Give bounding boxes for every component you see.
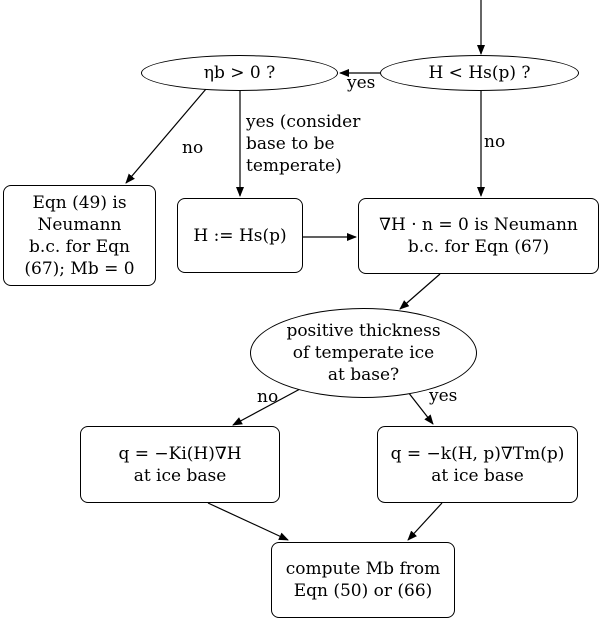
temperate-thickness-decision: positive thickness of temperate ice at b…	[250, 308, 477, 398]
label-pt-no: no	[257, 387, 279, 407]
h-less-than-hs-decision: H < Hs(p) ?	[380, 55, 579, 91]
h-assign-text: H := Hs(p)	[193, 225, 287, 246]
h-less-than-hs-text: H < Hs(p) ?	[428, 63, 531, 83]
arrow-temperate-to-compute	[407, 502, 443, 541]
label-pt-yes: yes	[429, 386, 458, 406]
flux-cold-base-text: q = −Ki(H)∇H at ice base	[118, 443, 242, 486]
h-assign-box: H := Hs(p)	[177, 198, 303, 273]
flux-temperate-base-box: q = −k(H, p)∇Tm(p) at ice base	[377, 426, 578, 503]
neumann-bc-box: ∇H · n = 0 is Neumann b.c. for Eqn (67)	[358, 198, 599, 274]
arrow-neumann-to-thickness	[399, 273, 441, 310]
flux-temperate-base-text: q = −k(H, p)∇Tm(p) at ice base	[390, 443, 565, 486]
label-hs-no: no	[484, 132, 506, 152]
label-eta-yes: yes (consider base to be temperate)	[246, 112, 361, 176]
compute-mb-box: compute Mb from Eqn (50) or (66)	[271, 542, 455, 618]
eqn49-text: Eqn (49) is Neumann b.c. for Eqn (67); M…	[24, 192, 135, 279]
arrow-cold-to-compute	[207, 502, 289, 541]
label-hs-yes: yes	[347, 73, 376, 93]
temperate-thickness-text: positive thickness of temperate ice at b…	[286, 321, 441, 385]
eqn49-neumann-box: Eqn (49) is Neumann b.c. for Eqn (67); M…	[3, 185, 156, 286]
eta-b-decision: ηb > 0 ?	[141, 55, 338, 91]
compute-mb-text: compute Mb from Eqn (50) or (66)	[285, 559, 441, 601]
arrow-pt-yes	[407, 391, 434, 425]
eta-b-text: ηb > 0 ?	[203, 63, 276, 83]
label-eta-no: no	[182, 138, 204, 158]
neumann-bc-text: ∇H · n = 0 is Neumann b.c. for Eqn (67)	[379, 215, 578, 257]
arrow-eta-no	[125, 88, 207, 184]
flux-cold-base-box: q = −Ki(H)∇H at ice base	[80, 426, 280, 503]
arrow-pt-no	[232, 388, 301, 426]
